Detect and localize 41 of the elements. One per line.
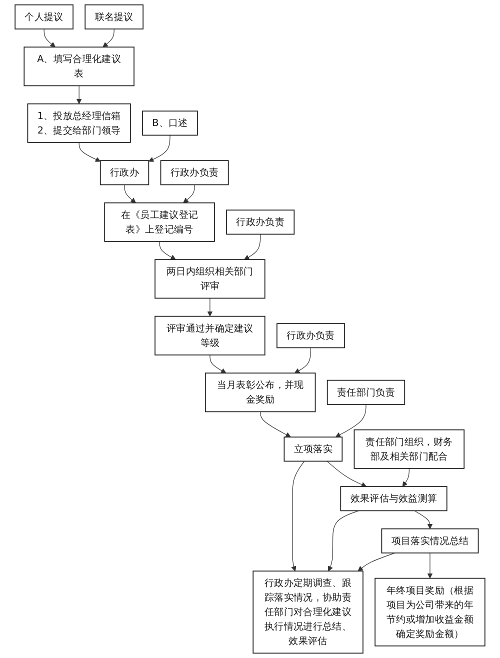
arrow (210, 354, 226, 374)
arrow (326, 460, 367, 488)
node-box: 效果评估与效益测算 (340, 486, 448, 512)
arrow (414, 510, 433, 530)
arrow (44, 28, 56, 48)
node-box: 行政办负责 (160, 160, 229, 186)
arrow (244, 234, 261, 260)
node-box: 责任部门组织，财务部及相关部门配合 (354, 429, 465, 469)
node-box: 两日内组织相关部门评审 (154, 259, 266, 299)
node-box: 年终项目奖励（根据项目为公司带来的年节约或增加收益金额确定奖励金额） (374, 578, 486, 646)
arrow (358, 552, 396, 572)
arrow (159, 241, 176, 260)
arrow (402, 468, 410, 487)
node-box: 当月表彰公布，并现金奖励 (204, 372, 316, 412)
arrow (335, 404, 366, 438)
arrow (260, 411, 291, 438)
arrow (78, 142, 101, 162)
node-box: 行政办负责 (226, 210, 295, 235)
arrow (76, 85, 82, 104)
node-box: 责任部门负责 (326, 380, 406, 405)
arrow (294, 347, 312, 374)
node-box: 联名提议 (84, 4, 144, 30)
node-box: 行政办 (100, 160, 150, 186)
node-box: 个人提议 (14, 4, 74, 30)
arrow (207, 298, 213, 317)
arrow (102, 28, 114, 48)
arrow (427, 552, 433, 579)
arrow (183, 184, 195, 204)
arrow (148, 134, 170, 162)
node-box: 1、投放总经理信箱 2、提交给部门领导 (27, 103, 131, 143)
arrow (291, 460, 305, 572)
node-box: 评审通过并确定建议等级 (154, 316, 266, 356)
node-box: B、口述 (142, 110, 198, 136)
node-box: 行政办定期调查、跟踪落实情况，协助责任部门对合理化建议执行情况进行总结、效果评估 (252, 570, 364, 654)
node-box: A、填写合理化建议表 (24, 46, 134, 86)
arrow (124, 184, 136, 204)
arrow (328, 510, 360, 572)
node-box: 在《员工建议登记表》上登记编号 (104, 202, 215, 242)
node-box: 立项落实 (284, 436, 343, 462)
node-box: 项目落实情况总结 (381, 528, 479, 554)
node-box: 行政办负责 (276, 323, 346, 348)
